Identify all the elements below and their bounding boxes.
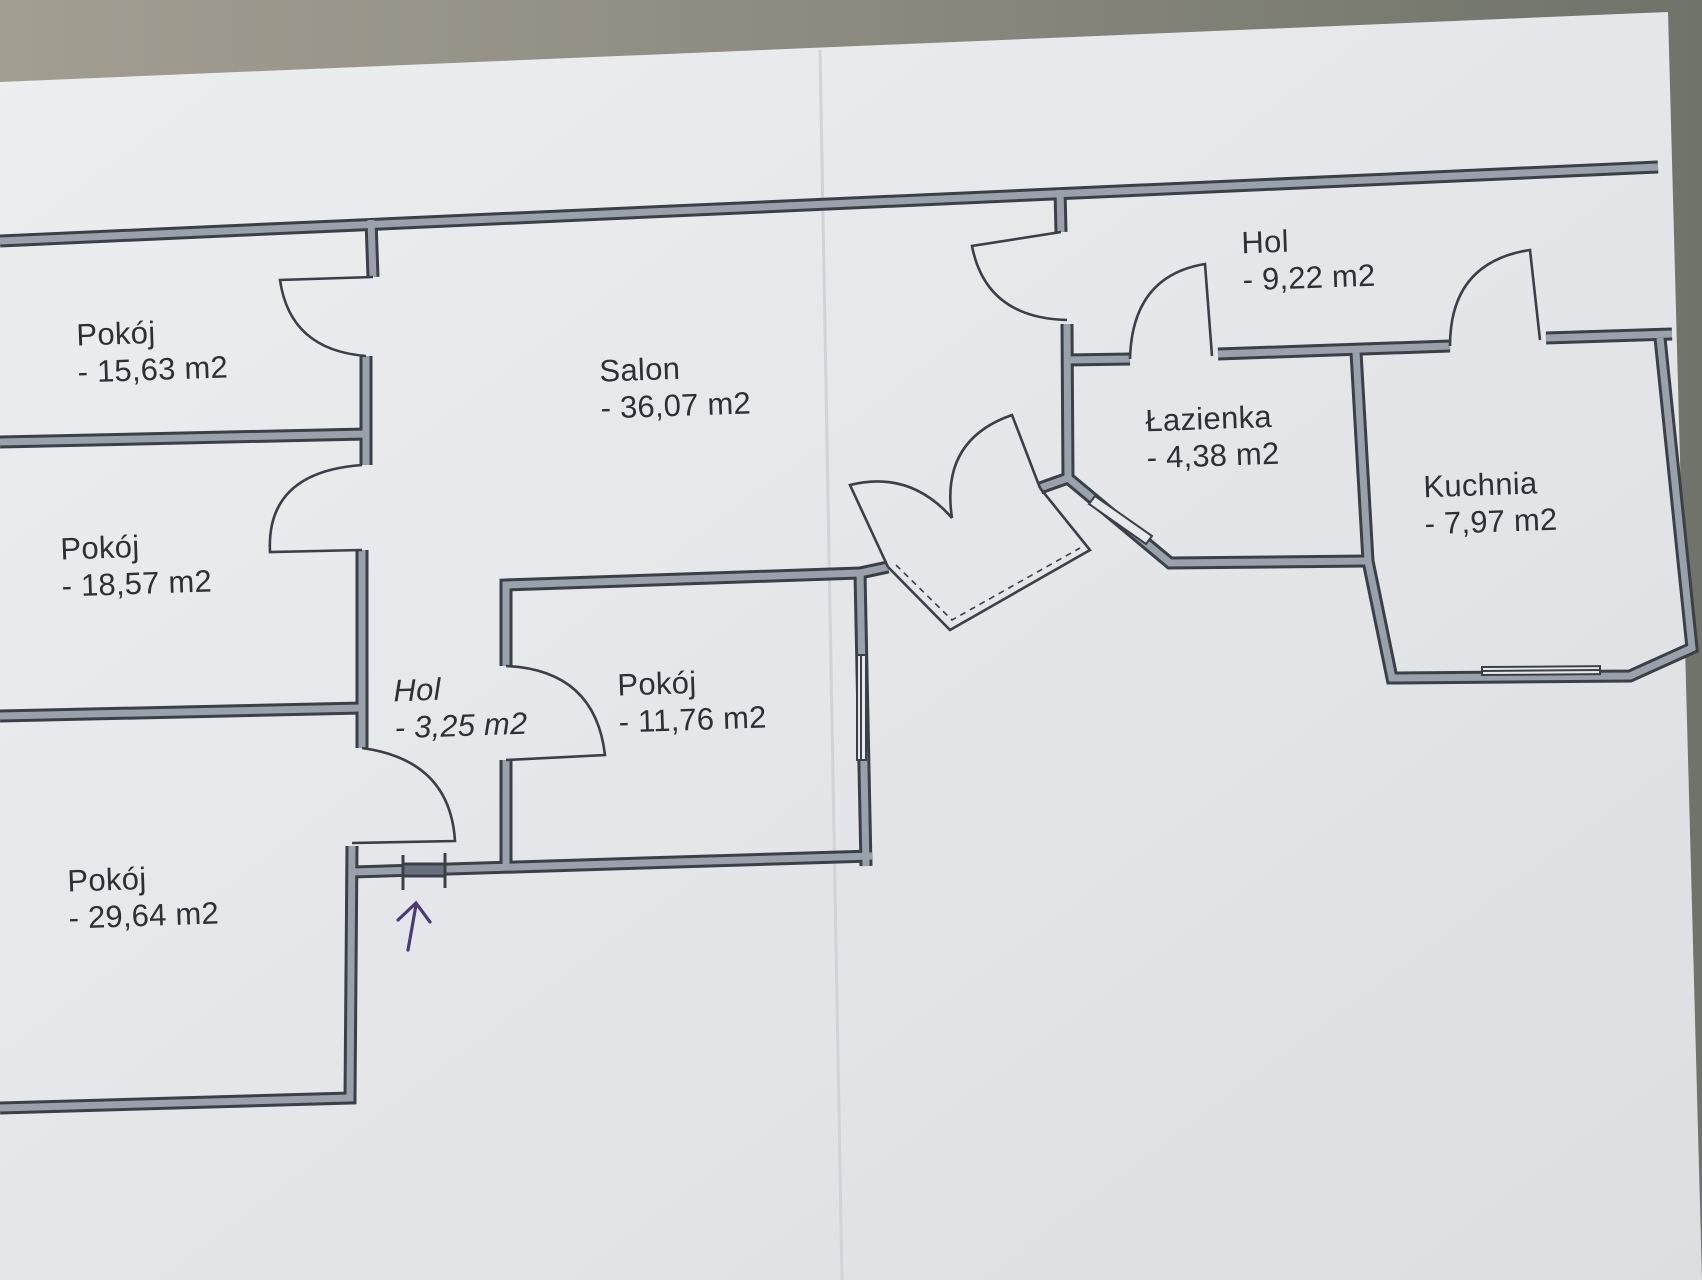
room-label-hol-small: Hol - 3,25 m2 — [393, 668, 528, 747]
room-name: Pokój — [66, 860, 148, 899]
room-name: Salon — [598, 350, 681, 389]
room-area: - 9,22 m2 — [1242, 257, 1376, 298]
room-area: - 18,57 m2 — [61, 563, 213, 604]
room-label-pokoj-3: Pokój - 29,64 m2 — [67, 857, 220, 936]
paper-sheet — [0, 12, 1702, 1280]
room-label-kuchnia: Kuchnia - 7,97 m2 — [1423, 464, 1558, 543]
room-area: - 36,07 m2 — [600, 385, 752, 426]
room-name: Hol — [1240, 223, 1290, 261]
room-name: Pokój — [616, 664, 698, 703]
room-area: - 11,76 m2 — [618, 699, 768, 740]
room-label-pokoj-4: Pokój - 11,76 m2 — [617, 661, 767, 740]
room-label-pokoj-1: Pokój - 15,63 m2 — [76, 311, 229, 390]
room-label-hol-large: Hol - 9,22 m2 — [1241, 220, 1376, 299]
room-label-lazienka: Łazienka - 4,38 m2 — [1145, 398, 1280, 477]
door-swings — [268, 230, 1542, 845]
room-name: Pokój — [75, 314, 157, 353]
room-area: - 3,25 m2 — [394, 705, 528, 746]
paper-fold — [818, 49, 844, 1280]
room-name: Łazienka — [1144, 398, 1273, 439]
room-name: Kuchnia — [1422, 465, 1539, 505]
windows — [856, 494, 1602, 761]
entrance-arrow-icon — [396, 900, 432, 952]
room-area: - 7,97 m2 — [1424, 501, 1558, 542]
entrance-door — [401, 853, 447, 890]
room-area: - 15,63 m2 — [77, 349, 229, 390]
room-label-pokoj-2: Pokój - 18,57 m2 — [60, 525, 213, 604]
room-name: Hol — [392, 671, 442, 709]
room-name: Pokój — [59, 528, 141, 567]
room-label-salon: Salon - 36,07 m2 — [599, 347, 752, 426]
room-area: - 29,64 m2 — [68, 895, 220, 936]
room-area: - 4,38 m2 — [1146, 435, 1280, 476]
